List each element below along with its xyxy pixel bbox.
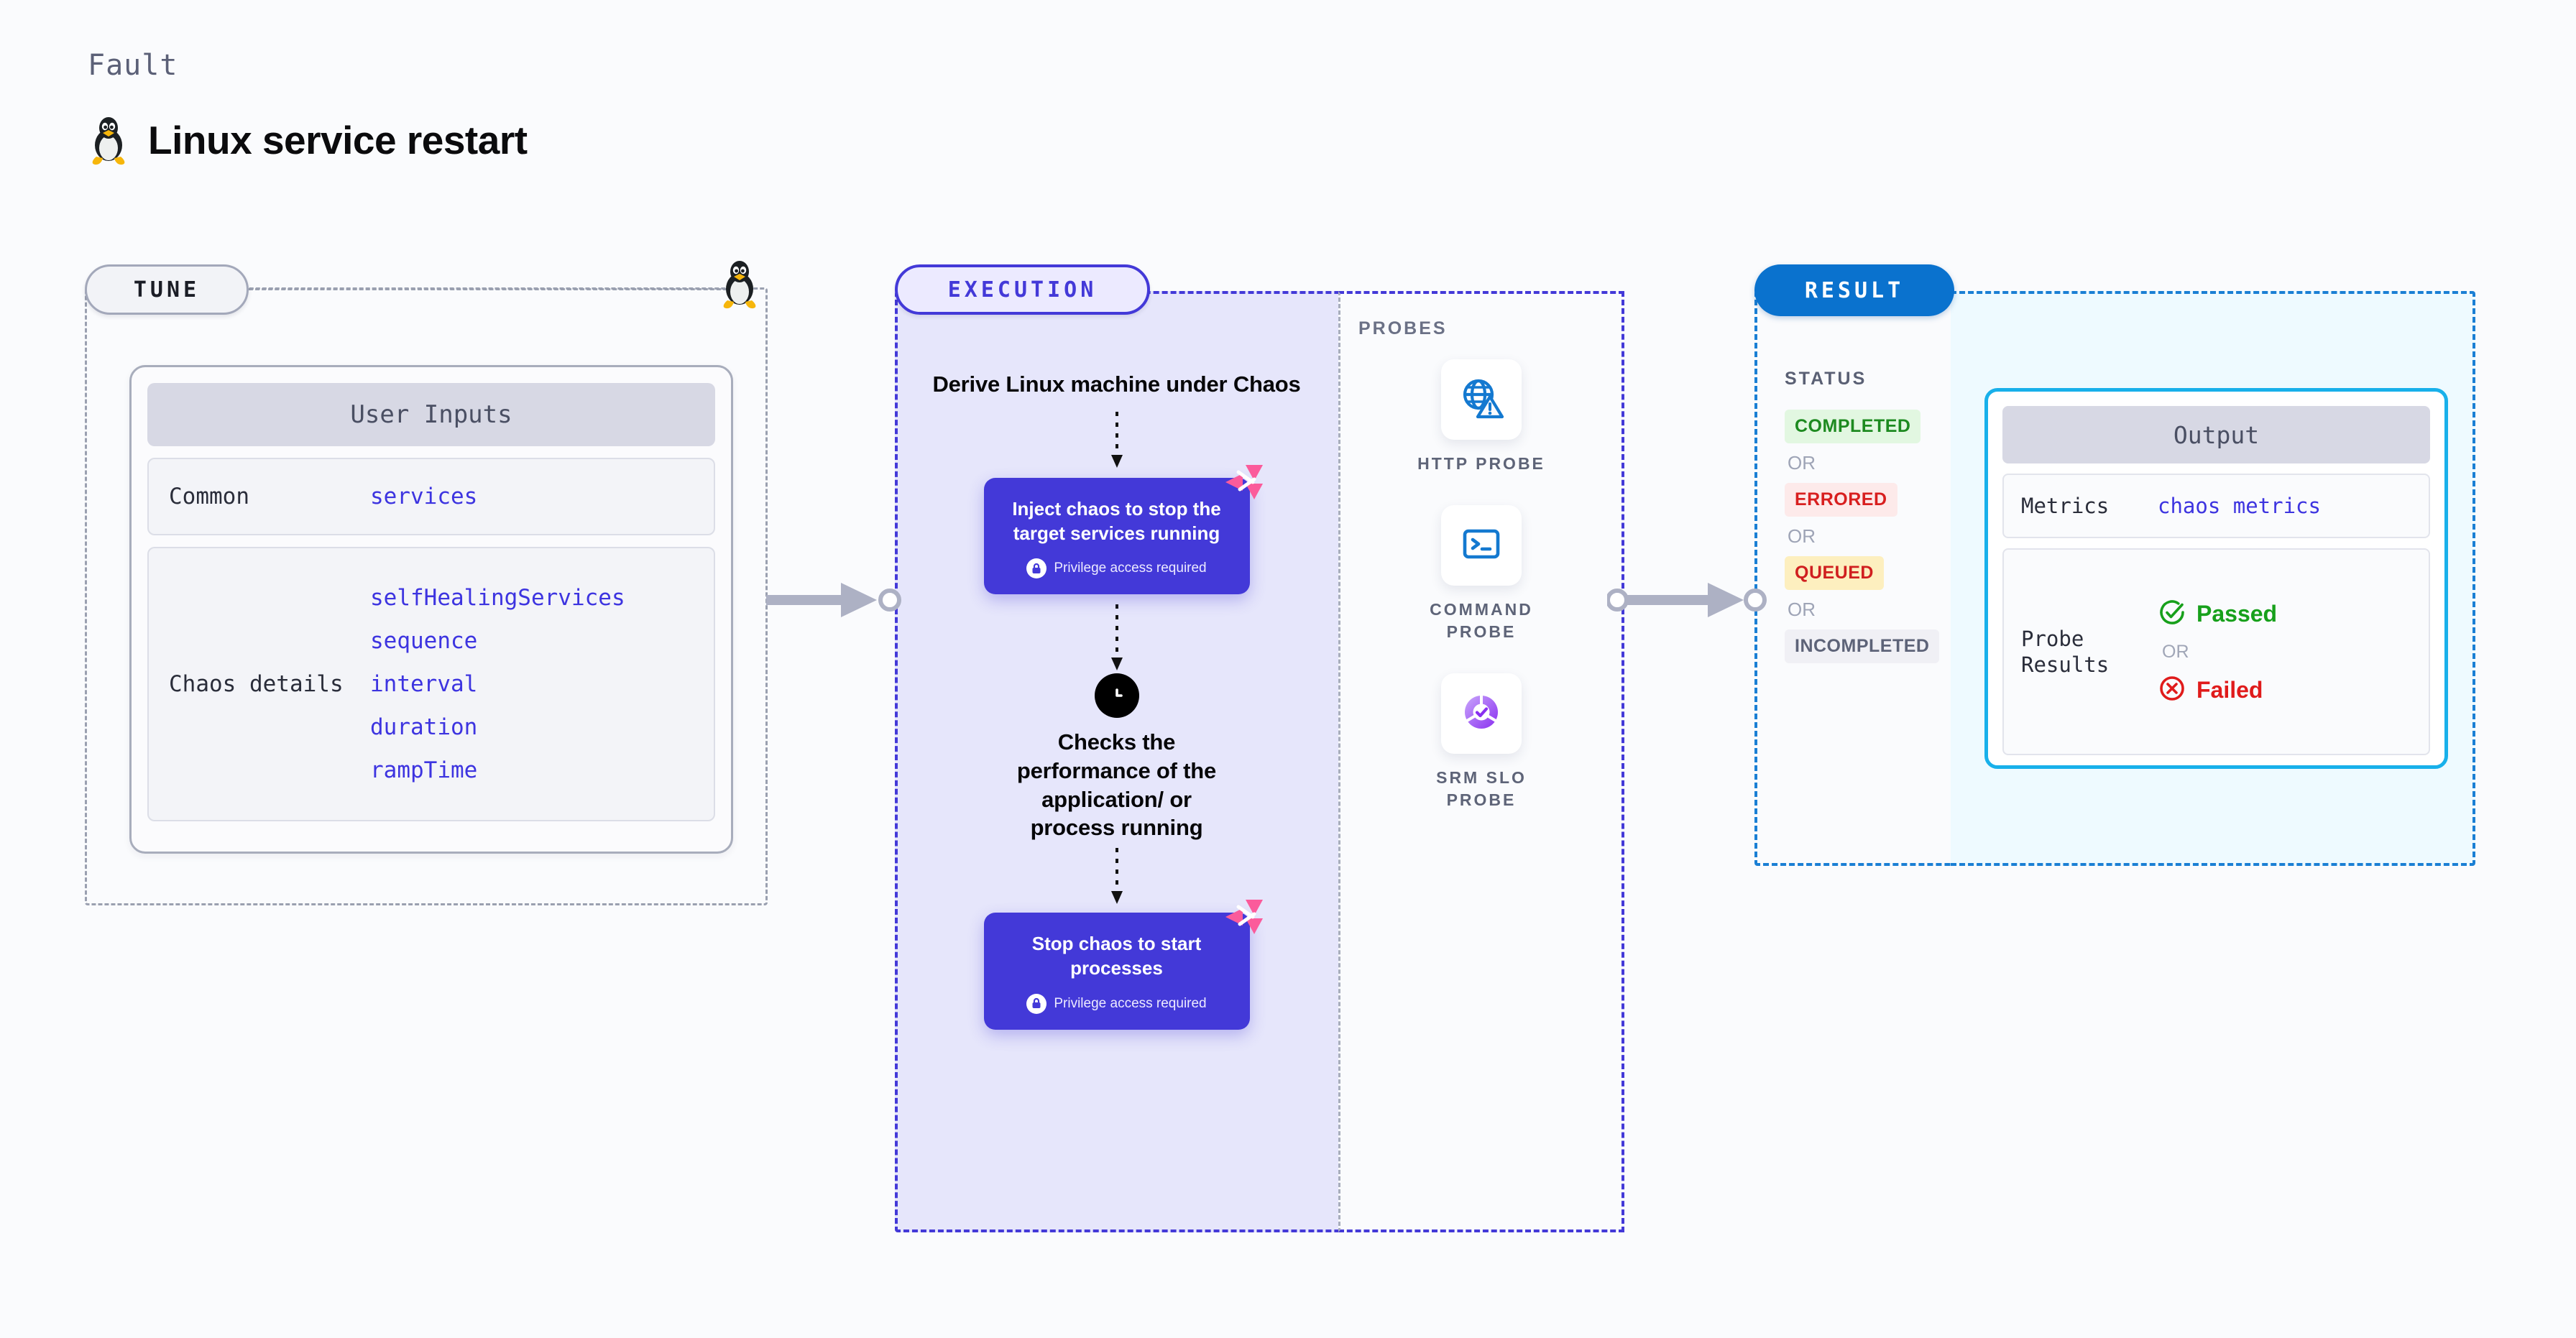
tune-row-values: services [370,484,477,509]
execution-flow: Derive Linux machine under Chaos Inject … [895,291,1338,1232]
probe-label: SRM SLO PROBE [1436,768,1527,810]
probe-passed-label: Passed [2196,600,2278,627]
status-list: COMPLETED OR ERRORED OR QUEUED OR INCOMP… [1785,410,2000,663]
lock-icon [1026,558,1047,579]
status-or: OR [1788,525,1816,547]
status-title: STATUS [1785,369,1867,389]
status-badge-incompleted: INCOMPLETED [1785,629,1940,663]
tune-row-values: selfHealingServices sequence interval du… [370,585,625,783]
dotted-arrow-icon [1108,399,1126,471]
probe-result-failed: Failed [2158,674,2277,706]
lock-icon [1026,993,1047,1014]
status-badge-queued: QUEUED [1785,556,1884,590]
status-or: OR [1788,452,1816,474]
check-circle-icon [2158,598,2186,630]
result-pill[interactable]: RESULT [1754,264,1954,316]
status-or: OR [1788,599,1816,620]
privilege-text: Privilege access required [1054,995,1207,1011]
arrow-tune-to-execution [762,578,906,625]
output-probe-results-label: Probe Results [2021,626,2110,677]
tune-value[interactable]: interval [370,671,478,697]
status-badge-completed: COMPLETED [1785,410,1921,443]
dotted-arrow-icon [1108,594,1126,673]
dotted-arrow-icon [1108,842,1126,907]
tune-top-connector [249,288,740,290]
probe-result-or: OR [2162,641,2189,662]
x-circle-icon [2158,674,2186,706]
output-metrics-label: Metrics [2021,493,2110,518]
output-metrics-value[interactable]: chaos metrics [2158,494,2321,518]
execution-pill[interactable]: EXECUTION [895,264,1150,315]
clock-icon [1094,673,1139,719]
tune-row-label: Chaos details [169,671,344,697]
probe-item-http[interactable]: HTTP PROBE [1417,359,1545,475]
harness-logo-icon [1221,895,1267,941]
arrow-execution-to-result [1606,578,1772,625]
execution-step-2-text: Checks the performance of the applicatio… [1016,729,1217,841]
output-row-probe-results: Probe Results Passed OR [2002,548,2430,755]
status-badge-errored: ERRORED [1785,483,1898,517]
chaos-box-title: Inject chaos to stop the target services… [1012,497,1221,544]
probe-result-passed: Passed [2158,598,2277,630]
fault-kicker: Fault [88,49,178,82]
probe-tile [1441,505,1522,586]
probes-panel [1338,291,1624,1232]
probe-label: HTTP PROBE [1417,454,1545,473]
output-card-title: Output [2002,406,2430,463]
tune-row-label: Common [169,484,249,509]
privilege-text: Privilege access required [1054,560,1207,576]
probes-list: HTTP PROBE COMMAND PROBE [1338,359,1624,811]
tune-value[interactable]: services [370,484,478,509]
user-inputs-card: User Inputs Common services Chaos detail… [129,365,733,854]
terminal-icon [1458,521,1504,571]
tune-value[interactable]: duration [370,714,478,740]
chaos-box-title: Stop chaos to start processes [1031,932,1202,979]
probe-item-command[interactable]: COMMAND PROBE [1406,505,1557,643]
tux-connector-icon [719,259,760,313]
tune-value[interactable]: selfHealingServices [370,585,625,611]
privilege-note: Privilege access required [1000,993,1234,1014]
execution-step-1-text: Derive Linux machine under Chaos [932,372,1301,397]
probe-label: COMMAND PROBE [1430,600,1533,642]
slo-donut-check-icon [1458,689,1504,739]
page-title-text: Linux service restart [148,118,528,162]
privilege-note: Privilege access required [1000,558,1234,579]
tune-row-common: Common services [147,458,715,535]
probe-failed-label: Failed [2196,676,2263,703]
user-inputs-title: User Inputs [147,383,715,446]
probes-title: PROBES [1358,318,1448,338]
output-card: Output Metrics chaos metrics Probe Resul… [1984,388,2448,769]
harness-logo-icon [1221,461,1267,507]
tune-value[interactable]: sequence [370,628,478,654]
tune-value[interactable]: rampTime [370,757,478,783]
probe-tile [1440,359,1522,440]
output-row-metrics: Metrics chaos metrics [2002,474,2430,538]
linux-tux-icon [88,115,129,165]
tune-row-chaos-details: Chaos details selfHealingServices sequen… [147,547,715,821]
execution-chaos-box-stop[interactable]: Stop chaos to start processes Privilege … [983,899,1263,1030]
page-title: Linux service restart [88,115,528,165]
probe-result-values: Passed OR Failed [2158,598,2277,706]
probe-item-srm-slo[interactable]: SRM SLO PROBE [1406,673,1557,811]
tune-pill[interactable]: TUNE [85,264,249,315]
globe-warning-icon [1458,375,1504,425]
probe-tile [1441,673,1522,755]
execution-chaos-box-inject[interactable]: Inject chaos to stop the target services… [983,464,1263,595]
